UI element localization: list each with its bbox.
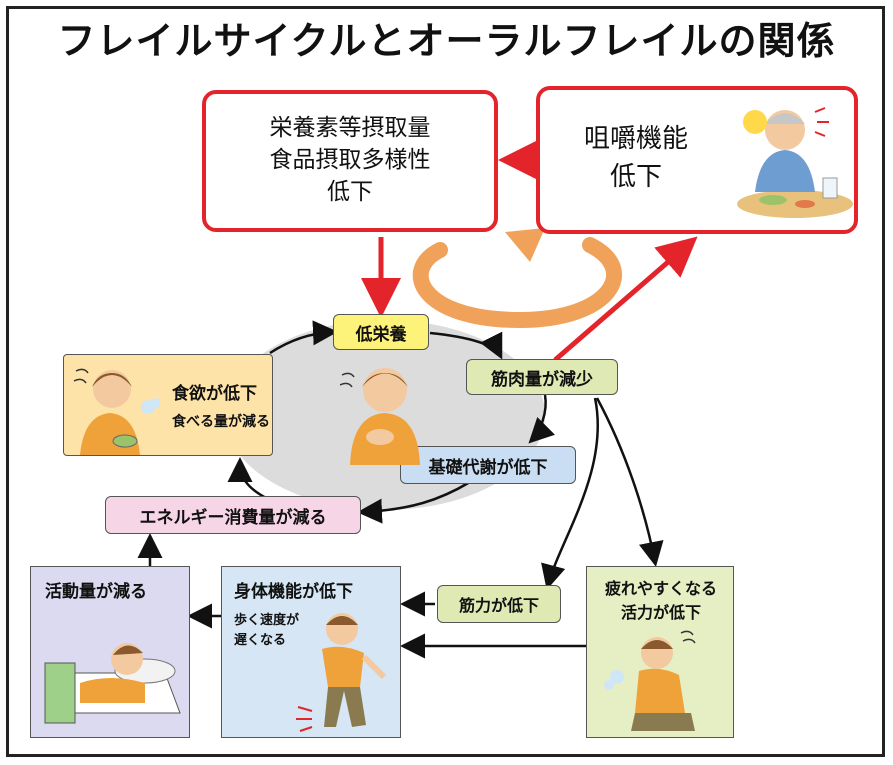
appetite-subtitle: 食べる量が減る: [172, 414, 270, 430]
fatigue-line-2: 活力が低下: [620, 603, 701, 622]
arrow-muscle-to-fatigue: [595, 397, 664, 567]
nutrition-line-2: 食品摂取多様性: [269, 147, 431, 173]
diagram-title: フレイルサイクルとオーラルフレイルの関係: [57, 19, 836, 63]
physical-function-panel: 身体機能が低下 歩く速度が 遅くなる: [221, 566, 401, 738]
nutrition-line-1: 栄養素等摂取量: [269, 115, 431, 141]
physical-sub-line-2: 遅くなる: [234, 633, 287, 648]
lying-person-illustration: [44, 643, 181, 724]
arrow-muscle-to-strength: [541, 397, 600, 590]
muscle-to-chewing-arrow: [553, 236, 698, 362]
physical-function-subtitle: 歩く速度が 遅くなる: [234, 611, 299, 651]
physical-function-title: 身体機能が低下: [234, 582, 353, 602]
central-person-illustration: [340, 368, 420, 465]
energy-consumption-down-label: エネルギー消費量が減る: [105, 496, 361, 534]
activity-panel: 活動量が減る: [30, 566, 190, 738]
chewing-line-2: 低下: [610, 162, 663, 192]
physical-sub-line-1: 歩く速度が: [234, 613, 300, 628]
tired-person-illustration: [604, 630, 696, 731]
activity-down-text: 活動量が減る: [45, 582, 147, 602]
chewing-line-1: 咀嚼機能: [584, 124, 689, 154]
arrow-metabolism-to-energy: [357, 480, 471, 524]
appetite-panel: 食欲が低下 食べる量が減る: [63, 354, 273, 456]
arrow-undernutrition-to-muscle: [429, 331, 503, 360]
eating-person-illustration: [73, 368, 160, 455]
muscle-loss-label: 筋肉量が減少: [466, 359, 618, 395]
walking-person-illustration: [296, 613, 387, 732]
arrow-appetite-to-undernutrition: [269, 320, 338, 355]
fatigue-line-1: 疲れやすくなる: [604, 579, 717, 598]
appetite-title: 食欲が低下: [172, 384, 257, 404]
arrow-muscle-to-metabolism: [528, 394, 555, 444]
fatigue-panel: 疲れやすくなる 活力が低下: [586, 566, 734, 738]
metabolism-down-label: 基礎代謝が低下: [400, 446, 576, 484]
fatigue-text: 疲れやすくなる 活力が低下: [587, 577, 735, 625]
chewing-person-illustration: [737, 107, 853, 218]
chewing-function-box: 咀嚼機能 低下: [536, 86, 858, 234]
nutrition-intake-box: 栄養素等摂取量 食品摂取多様性 低下: [202, 90, 498, 232]
nutrition-line-3: 低下: [327, 179, 373, 205]
orange-cycle-swirl: [412, 228, 623, 329]
strength-down-label: 筋力が低下: [437, 585, 561, 623]
undernutrition-label: 低栄養: [333, 314, 429, 350]
